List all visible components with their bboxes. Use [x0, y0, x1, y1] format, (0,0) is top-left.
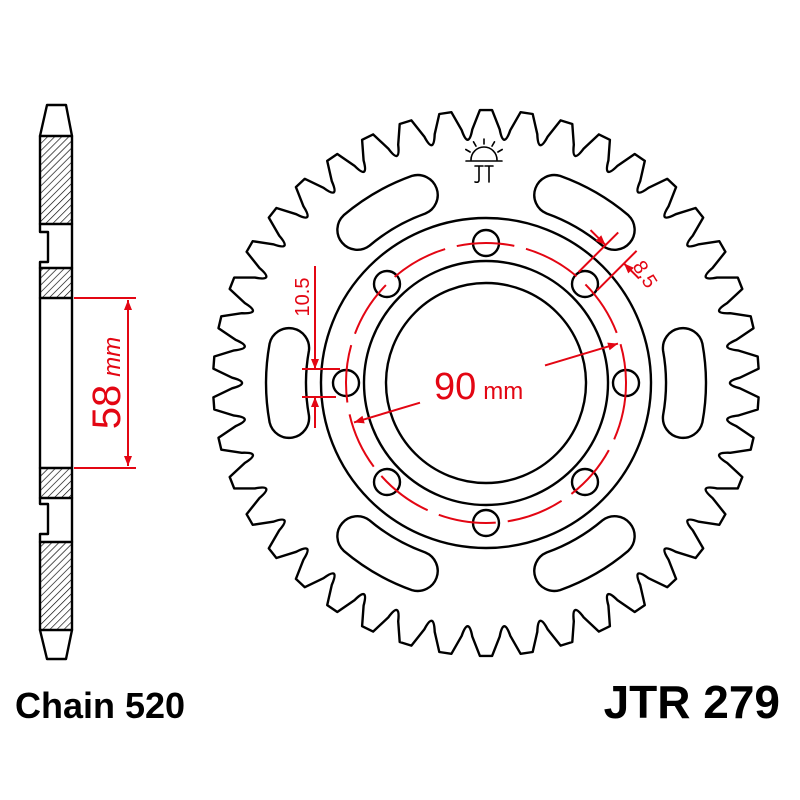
hub-width-dimension: 58 mm: [74, 297, 136, 469]
bolt-hole-arrow-b: [589, 229, 607, 246]
pcd-dimension: 90 mm: [345, 242, 627, 524]
lightening-slots: [264, 173, 708, 593]
hub-width-value: 58: [85, 385, 129, 430]
hole-offset-label: 10.5: [292, 278, 314, 317]
lightening-slot: [336, 173, 439, 251]
hatch-section-bottom: [40, 542, 72, 630]
lightening-slot: [661, 327, 708, 439]
hatch-section-lower-hub: [40, 468, 72, 498]
bolt-hole-extension-b: [577, 231, 619, 273]
pcd-label: 90 mm: [434, 366, 523, 408]
logo-sun-rays: [465, 138, 503, 153]
pcd-dimension-line-right: [544, 342, 619, 367]
sprocket-teeth-outline: [212, 108, 760, 658]
lightening-slot: [336, 515, 439, 593]
hatch-section-upper-hub: [40, 268, 72, 298]
bolt-hole: [570, 269, 600, 299]
bolt-hole-extension-a: [596, 250, 638, 292]
side-profile: [38, 103, 74, 661]
lightening-slot: [264, 327, 311, 439]
chain-label: Chain 520: [15, 685, 185, 726]
bolt-hole: [372, 467, 402, 497]
bolt-hole: [372, 269, 402, 299]
lightening-slot: [533, 515, 636, 593]
pcd-unit: mm: [483, 378, 523, 405]
pcd-dimension-line-left: [353, 401, 421, 424]
bolt-hole-arrow-a: [623, 262, 640, 280]
bolt-hole: [570, 467, 600, 497]
part-number-label: JTR 279: [604, 676, 780, 728]
pcd-dashed-circle: [345, 242, 627, 524]
jt-logo-icon: [465, 138, 503, 184]
hub-width-unit: mm: [99, 337, 126, 377]
profile-section-lines: [38, 134, 74, 632]
center-bore: [384, 281, 588, 485]
hub-ring: [319, 216, 653, 550]
hatch-section-top: [40, 136, 72, 224]
center-bore-ring: [362, 259, 610, 507]
profile-outline: [38, 103, 74, 661]
logo-sun-arc: [470, 146, 498, 161]
hole-offset-dimension: 10.5: [292, 266, 340, 428]
logo-mark: [474, 165, 494, 184]
pcd-value: 90: [434, 366, 476, 408]
lightening-slot: [533, 173, 636, 251]
hub-width-label: 58 mm: [85, 337, 129, 429]
